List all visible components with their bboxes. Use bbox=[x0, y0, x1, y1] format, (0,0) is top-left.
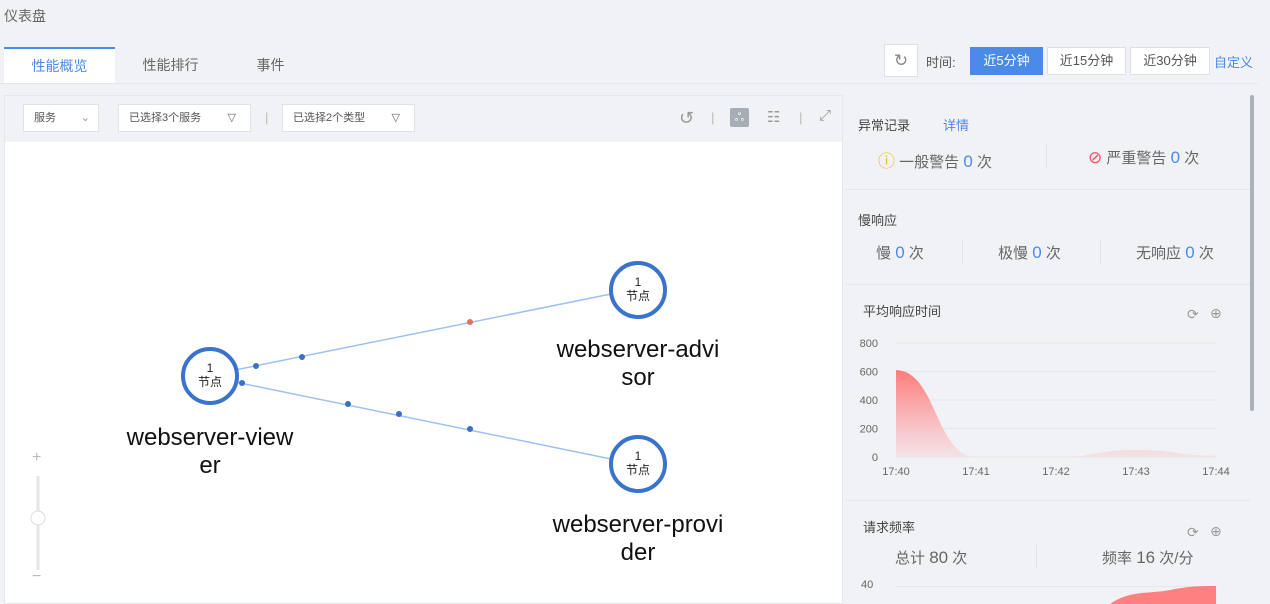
x-tick-label: 17:42 bbox=[1042, 466, 1070, 478]
edge-particle bbox=[239, 380, 245, 386]
prohibited-icon: ⊘ bbox=[1088, 148, 1103, 167]
group-by-value: 服务 bbox=[34, 112, 56, 124]
divider bbox=[1100, 240, 1101, 264]
divider bbox=[845, 500, 1250, 501]
request-rate-title: 请求频率 bbox=[863, 520, 916, 535]
scrollbar[interactable] bbox=[1250, 95, 1254, 411]
anomaly-title: 异常记录 bbox=[858, 118, 911, 133]
request-rate-area bbox=[1110, 586, 1216, 604]
time-label: 时间: bbox=[926, 55, 956, 70]
side-panel bbox=[845, 95, 1250, 604]
warning-icon: ⓘ bbox=[878, 152, 895, 171]
x-tick-label: 17:40 bbox=[882, 466, 910, 478]
edge-particle bbox=[299, 354, 305, 360]
edge-particle bbox=[467, 319, 473, 325]
topology-toolbar: 服务 ⌄ 已选择3个服务 ▽ | 已选择2个类型 ▽ ↺ | ஃ ☷ | ⤢ bbox=[5, 96, 842, 142]
tab-divider bbox=[0, 83, 1258, 84]
zoom-in-icon[interactable]: ⊕ bbox=[1210, 305, 1222, 321]
node-webserver-advisor[interactable] bbox=[609, 261, 667, 319]
refresh-icon[interactable]: ⟳ bbox=[1187, 524, 1199, 540]
divider bbox=[962, 240, 963, 264]
slow-stat: 慢 0 次 bbox=[876, 243, 924, 262]
rate-stat: 频率 16 次/分 bbox=[1102, 548, 1194, 567]
time-15min-button[interactable]: 近15分钟 bbox=[1047, 47, 1126, 75]
node-webserver-viewer[interactable] bbox=[181, 347, 239, 405]
topology-graph bbox=[30, 261, 667, 570]
x-tick-label: 17:43 bbox=[1122, 466, 1150, 478]
page-title: 仪表盘 bbox=[4, 8, 46, 24]
types-filter-value: 已选择2个类型 bbox=[293, 112, 366, 124]
edge-particle bbox=[396, 411, 402, 417]
time-5min-button[interactable]: 近5分钟 bbox=[970, 47, 1043, 75]
divider bbox=[1036, 545, 1037, 569]
divider bbox=[845, 189, 1250, 190]
very-slow-stat: 极慢 0 次 bbox=[998, 243, 1061, 262]
types-filter[interactable]: 已选择2个类型 ▽ bbox=[282, 104, 415, 132]
slow-title: 慢响应 bbox=[858, 213, 898, 228]
y-tick-label: 800 bbox=[860, 338, 878, 350]
anomaly-detail-link[interactable]: 详情 bbox=[943, 118, 970, 133]
refresh-button[interactable]: ↻ bbox=[884, 44, 918, 77]
edge-viewer-provider[interactable] bbox=[234, 381, 612, 460]
x-tick-label: 17:41 bbox=[962, 466, 990, 478]
no-response-stat: 无响应 0 次 bbox=[1136, 243, 1214, 262]
divider bbox=[1046, 144, 1047, 168]
y-tick-label: 400 bbox=[860, 395, 878, 407]
node-webserver-provider[interactable] bbox=[609, 435, 667, 493]
total-requests-stat: 总计 80 次 bbox=[895, 548, 968, 567]
x-tick-label: 17:44 bbox=[1202, 466, 1230, 478]
avg-response-title: 平均响应时间 bbox=[863, 304, 942, 319]
filter-icon: ▽ bbox=[391, 112, 400, 124]
time-30min-button[interactable]: 近30分钟 bbox=[1130, 47, 1210, 75]
refresh-icon: ↻ bbox=[893, 51, 909, 70]
topology-panel: 服务 ⌄ 已选择3个服务 ▽ | 已选择2个类型 ▽ ↺ | ஃ ☷ | ⤢ bbox=[4, 95, 843, 604]
fullscreen-icon[interactable]: ⤢ bbox=[819, 107, 832, 124]
list-view-icon[interactable]: ☷ bbox=[767, 109, 781, 126]
tab-events[interactable]: 事件 bbox=[256, 57, 285, 73]
separator: | bbox=[265, 110, 269, 125]
group-by-select[interactable]: 服务 ⌄ bbox=[23, 104, 99, 132]
y-tick-label: 200 bbox=[860, 424, 878, 436]
y-tick-label: 40 bbox=[861, 579, 874, 591]
services-filter-value: 已选择3个服务 bbox=[129, 112, 202, 124]
avg-response-chart: 0 200 400 600 800 17:40 17:41 17:42 17:43 17:44 bbox=[860, 338, 1230, 478]
custom-time-link[interactable]: 自定义 bbox=[1214, 55, 1254, 70]
reset-icon[interactable]: ↺ bbox=[679, 108, 695, 128]
services-filter[interactable]: 已选择3个服务 ▽ bbox=[118, 104, 251, 132]
tab-performance-overview[interactable]: 性能概览 bbox=[4, 47, 115, 83]
separator: | bbox=[799, 110, 803, 125]
refresh-icon[interactable]: ⟳ bbox=[1187, 306, 1199, 322]
y-tick-label: 0 bbox=[872, 452, 878, 464]
filter-icon: ▽ bbox=[227, 112, 236, 124]
edge-particle bbox=[253, 363, 259, 369]
divider bbox=[845, 284, 1250, 285]
edge-particle bbox=[467, 426, 473, 432]
separator: | bbox=[711, 110, 715, 125]
zoom-slider-handle[interactable] bbox=[30, 510, 46, 526]
tab-performance-ranking[interactable]: 性能排行 bbox=[142, 57, 199, 73]
zoom-in-button[interactable]: + bbox=[32, 449, 42, 466]
area-series bbox=[896, 370, 1216, 457]
gridline bbox=[896, 586, 1216, 587]
edge-viewer-advisor[interactable] bbox=[234, 293, 612, 371]
general-warning-stat: ⓘ 一般警告 0 次 bbox=[878, 152, 993, 171]
chevron-down-icon: ⌄ bbox=[80, 112, 90, 124]
topology-view-icon[interactable]: ஃ bbox=[730, 108, 749, 127]
critical-warning-stat: ⊘ 严重警告 0 次 bbox=[1088, 148, 1200, 167]
zoom-in-icon[interactable]: ⊕ bbox=[1210, 523, 1222, 539]
edge-particle bbox=[345, 401, 351, 407]
y-tick-label: 600 bbox=[860, 367, 878, 379]
zoom-out-button[interactable]: − bbox=[32, 568, 42, 585]
